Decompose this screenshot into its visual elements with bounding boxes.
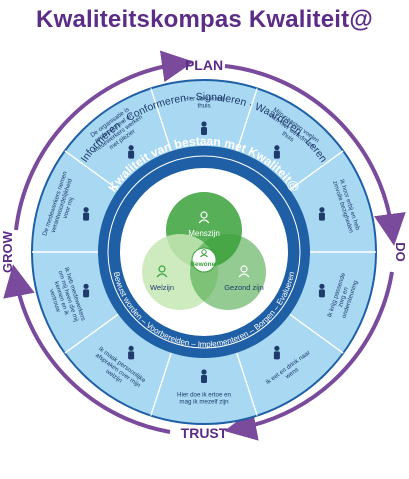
eating-icon <box>273 345 280 360</box>
welzijn-person-icon <box>156 265 168 278</box>
segment-divider <box>236 352 258 416</box>
venn-label-bewoner: Bewoner <box>190 261 218 268</box>
inner-ring-divider <box>107 155 301 349</box>
segment-divider <box>236 88 258 152</box>
venn-label-welzijn: Welzijn <box>150 283 174 292</box>
segment-divider <box>289 150 344 191</box>
group-icon <box>318 207 325 221</box>
segment-divider <box>150 88 172 152</box>
gezond-person-icon <box>238 265 250 278</box>
house-icon <box>201 121 207 135</box>
arc-grow-to-plan <box>14 50 194 231</box>
person-icon <box>201 369 207 383</box>
arc-trust-to-grow <box>3 264 171 434</box>
bewoner-person-icon <box>200 249 208 258</box>
venn-diagram: Menszijn Welzijn Gezond zijn Bewoner <box>142 192 266 310</box>
segment-dividers <box>32 88 376 416</box>
segment-text-vertrouwen: Ik heb medewerkersom mij heen die mijken… <box>43 266 87 328</box>
trust-label: TRUST <box>181 425 228 441</box>
segment-vertrouwen: Ik heb medewerkersom mij heen die mijken… <box>43 266 90 328</box>
venn-label-gezond: Gezond zijn <box>224 283 264 292</box>
care-icon <box>318 283 325 298</box>
segment-divider <box>64 313 119 354</box>
arc-do-to-trust <box>224 271 394 441</box>
plan-label: PLAN <box>185 57 223 73</box>
responsibility-icon <box>83 207 90 221</box>
handshake-icon <box>128 345 135 360</box>
segment-divider <box>64 150 119 191</box>
compass-arcs <box>3 50 406 441</box>
grow-label: GROW <box>0 230 15 273</box>
do-label: DO <box>393 242 408 262</box>
venn-label-menszijn: Menszijn <box>188 229 220 238</box>
staff-icon <box>83 283 90 298</box>
segment-divider <box>150 352 172 416</box>
family-icon <box>273 145 280 159</box>
menszijn-person-icon <box>198 211 210 224</box>
page-title: Kwaliteitskompas Kwaliteit@ <box>36 6 373 33</box>
organisation-icon <box>128 145 135 159</box>
arc-plan-to-do <box>224 64 406 246</box>
segment-divider <box>289 313 344 354</box>
venn-center <box>191 247 217 273</box>
